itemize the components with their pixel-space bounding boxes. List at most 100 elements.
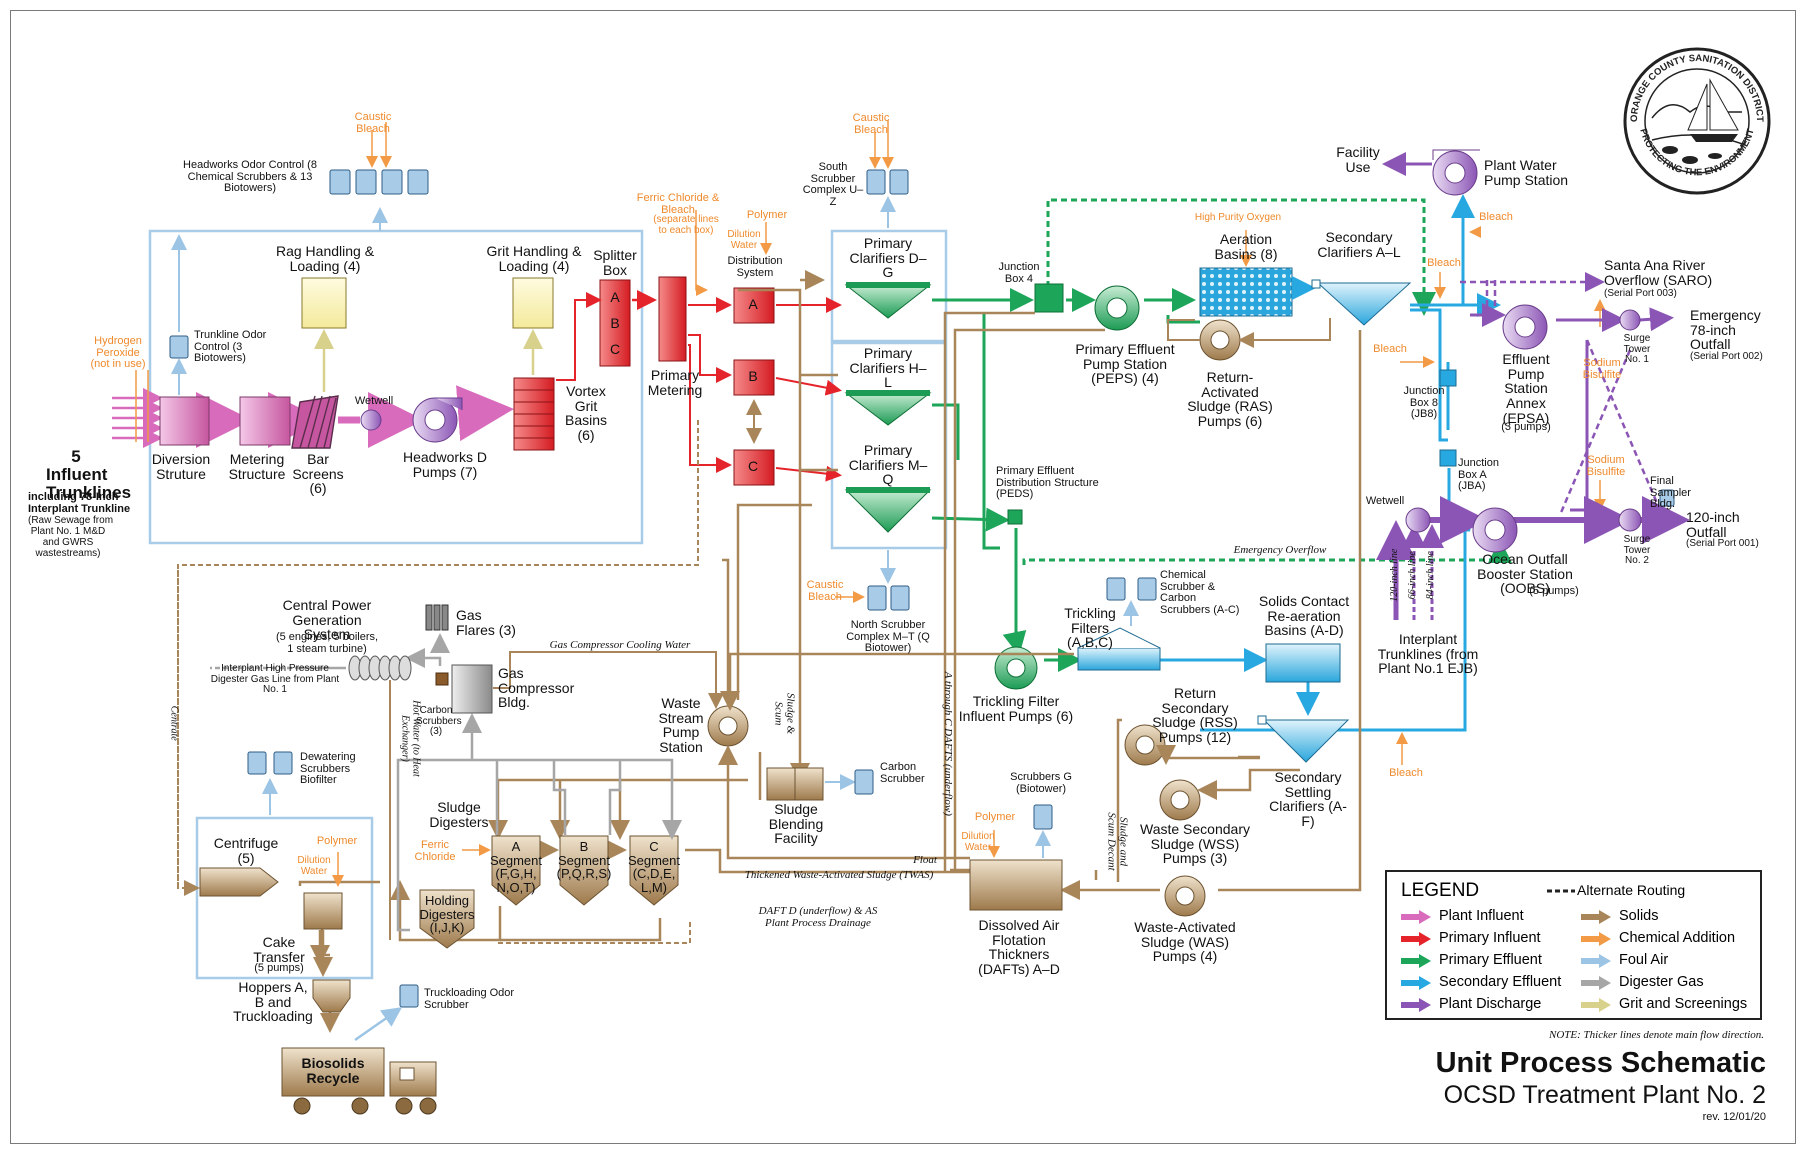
line-66: 66-inch line <box>1406 551 1418 600</box>
pc-dg-label: Primary Clarifiers D–G <box>849 235 927 281</box>
ras-pump <box>1199 319 1241 361</box>
distribution-box-b <box>733 359 775 396</box>
holding-digesters <box>419 889 475 949</box>
secondary-settling-clarifiers <box>1257 715 1350 763</box>
influent-sub1: including 78-Inch <box>28 491 119 503</box>
ocsd-logo: ORANGE COUNTY SANITATION DISTRICT PROTEC… <box>1623 47 1771 195</box>
vortex-to-splitter <box>556 292 602 381</box>
carbon-scrubber-label: Carbon Scrubber <box>880 761 925 785</box>
legend-item-label: Chemical Addition <box>1619 930 1736 946</box>
legend-swatch <box>1401 932 1431 946</box>
hydrogen-label: Hydrogen Peroxide (not in use) <box>90 335 146 371</box>
legend-item-label: Secondary Effluent <box>1439 974 1562 990</box>
title-sub: OCSD Treatment Plant No. 2 <box>1443 1081 1766 1109</box>
sludge-digesters-label: Sludge Digesters <box>429 799 489 830</box>
bleach-1: Bleach <box>1479 211 1513 223</box>
splitter-box <box>599 279 631 367</box>
north-scrubber-label: North Scrubber Complex M–T (Q Biotower) <box>846 619 930 655</box>
primary-clarifier-boundary-1 <box>830 229 948 343</box>
plant-water-pump <box>1432 149 1480 196</box>
trunkline-odor-scrubber <box>169 335 189 359</box>
wetwell <box>360 409 382 431</box>
solids-alternate <box>177 420 755 944</box>
legend-title: LEGEND <box>1401 880 1480 901</box>
headworks-pump <box>412 397 463 443</box>
seg-b-label: B Segment (P,Q,R,S) <box>556 839 612 882</box>
emergency-label: Emergency 78-inch Outfall <box>1690 307 1761 353</box>
surge1-label: Surge Tower No. 1 <box>1623 333 1651 365</box>
bleach-3: Bleach <box>1373 343 1407 355</box>
legend-item-label: Solids <box>1619 908 1659 924</box>
plant-discharge-alternate <box>1460 272 1662 516</box>
gas-flares-label: Gas Flares (3) <box>456 607 516 638</box>
sludge-blending-label: Sludge Blending Facility <box>768 801 824 847</box>
headworks-odor-label: Headworks Odor Control (8 Chemical Scrub… <box>183 159 317 195</box>
legend-swatch <box>1581 998 1611 1012</box>
headworks-boundary <box>148 229 644 545</box>
polymer-3: Polymer <box>316 835 358 847</box>
truckloading-odor-label: Truckloading Odor Scrubber <box>424 987 515 1011</box>
north-scrubber <box>867 585 910 611</box>
distribution-label: Distribution System <box>727 255 783 279</box>
final-sampler <box>1659 489 1675 507</box>
was-label: Waste-Activated Sludge (WAS) Pumps (4) <box>1134 919 1236 965</box>
primary-clarifier-mq <box>844 487 932 533</box>
centrate-label: Centrate <box>168 705 180 741</box>
biosolids-truck <box>281 1047 437 1115</box>
legend-swatch <box>1401 976 1431 990</box>
title-main: Unit Process Schematic <box>1435 1047 1766 1079</box>
truckloading-odor <box>399 984 419 1008</box>
trickling-label: Trickling Filters (A,B,C) <box>1064 605 1116 651</box>
gas-cooling-label: Gas Compressor Cooling Water <box>549 639 691 651</box>
dilution-3: Dilution Water <box>297 855 331 877</box>
emergency-overflow-label: Emergency Overflow <box>1233 544 1327 556</box>
sludge-scum-label: Sludge & Scum <box>773 692 797 735</box>
scrubbers-g-label: Scrubbers G (Biotower) <box>1010 771 1072 795</box>
grit-handling-bin <box>512 277 554 329</box>
jb8-label: Junction Box 8 (JB8) <box>1403 385 1445 421</box>
aeration-label: Aeration Basins (8) <box>1214 231 1278 262</box>
peds-label: Primary Effluent Distribution Structure … <box>996 465 1099 501</box>
legend-item-label: Digester Gas <box>1619 974 1704 990</box>
secondary-clarifiers <box>1311 279 1412 326</box>
daft-tanks <box>969 859 1063 911</box>
emergency-port: (Serial Port 002) <box>1690 351 1763 362</box>
plant-discharge-lines <box>1424 303 1690 544</box>
daft-d-label: DAFT D (underflow) & AS Plant Process Dr… <box>758 905 878 929</box>
line-120: 120-inch line <box>1388 548 1400 602</box>
cake-label: Cake Transfer <box>253 934 305 965</box>
south-scrubber-label: South Scrubber Complex U–Z <box>802 161 864 208</box>
sludge-decant-label: Sludge and Scum Decant <box>1106 812 1130 871</box>
junction4-label: Junction Box 4 <box>998 261 1040 285</box>
legend-swatch <box>1581 976 1611 990</box>
carbon-scrubbers-3-label: Carbon Scrubbers (3) <box>416 705 462 737</box>
peps-pump <box>1094 285 1140 331</box>
south-scrubber <box>866 169 909 195</box>
scrubbers-g <box>1033 804 1053 830</box>
was-pump <box>1164 875 1206 917</box>
central-power-coils <box>348 655 412 681</box>
diversion-structure <box>159 396 210 446</box>
pc-mq-label: Primary Clarifiers M–Q <box>848 442 928 488</box>
legend-item-label: Primary Effluent <box>1439 952 1542 968</box>
rag-handling-bin <box>301 277 347 329</box>
cpgs-label: Central Power Generation System <box>282 597 372 643</box>
junction-box-a <box>1439 449 1457 467</box>
primary-clarifier-hl <box>844 390 932 426</box>
saro-port: (Serial Port 003) <box>1604 288 1677 299</box>
epsa-pumps: (3 pumps) <box>1501 421 1551 433</box>
bar-screens <box>291 395 339 449</box>
gas-compressor-label: Gas Compressor Bldg. <box>498 665 575 711</box>
caustic-bleach-3: Caustic Bleach <box>806 579 844 603</box>
polymer-1: Polymer <box>746 209 788 221</box>
caustic-bleach-1: Caustic Bleach <box>354 111 392 135</box>
sec-clarifiers-label: Secondary Clarifiers A–L <box>1317 229 1401 260</box>
note: NOTE: Thicker lines denote main flow dir… <box>1549 1029 1764 1041</box>
junction-box-8 <box>1439 369 1457 387</box>
plant-water-label: Plant Water Pump Station <box>1484 157 1569 188</box>
hoppers-label: Hoppers A, B and Truckloading <box>233 979 313 1025</box>
surge2-label: Surge Tower No. 2 <box>1623 534 1651 566</box>
distribution-box-a <box>733 287 775 324</box>
caustic-bleach-2: Caustic Bleach <box>852 112 890 136</box>
digester-b <box>559 835 609 906</box>
